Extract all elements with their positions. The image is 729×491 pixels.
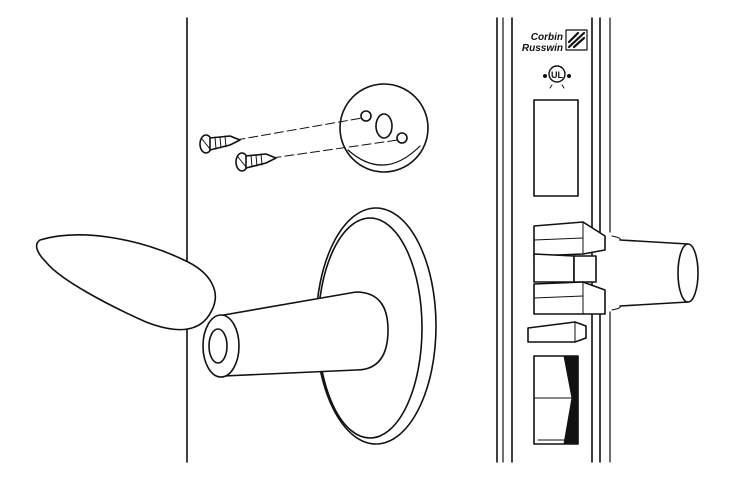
latch-bolt <box>533 221 606 315</box>
ul-listed-mark-icon: UL <box>543 65 571 89</box>
outside-lever <box>611 235 699 311</box>
brand-line2: Russwin <box>522 43 563 54</box>
lever-handle <box>35 234 389 378</box>
wood-screw <box>199 134 241 154</box>
brand-line1: Corbin <box>531 32 563 43</box>
svg-text:UL: UL <box>551 70 563 80</box>
door-leaf <box>186 17 611 463</box>
brand-logo: Corbin Russwin <box>522 29 588 54</box>
wood-screw <box>235 152 277 172</box>
deadlatch-plunger <box>527 321 587 343</box>
strike-opening <box>533 355 579 445</box>
alignment-lines <box>235 117 399 159</box>
faceplate-window <box>533 99 579 197</box>
cr-logo-mark-icon <box>565 29 588 51</box>
mounting-plate <box>339 83 429 173</box>
